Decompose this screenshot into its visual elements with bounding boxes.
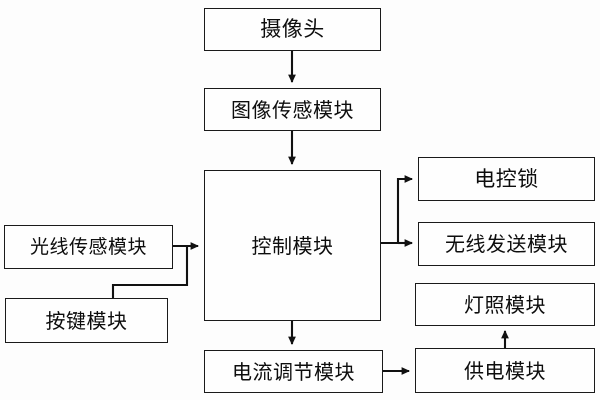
node-lighting-module[interactable]: 灯照模块	[415, 283, 595, 326]
node-wireless-transmit[interactable]: 无线发送模块	[418, 222, 595, 266]
node-electric-lock[interactable]: 电控锁	[418, 157, 595, 201]
node-power-supply[interactable]: 供电模块	[415, 348, 595, 393]
node-wireless-transmit-label: 无线发送模块	[445, 232, 568, 256]
node-light-sensor-label: 光线传感模块	[29, 235, 147, 258]
node-light-sensor[interactable]: 光线传感模块	[4, 225, 173, 269]
node-current-regulation[interactable]: 电流调节模块	[204, 350, 383, 393]
node-camera-label: 摄像头	[260, 17, 325, 41]
node-image-sensor-label: 图像传感模块	[231, 97, 354, 122]
node-lighting-module-label: 灯照模块	[464, 292, 546, 317]
node-power-supply-label: 供电模块	[464, 358, 546, 383]
node-image-sensor[interactable]: 图像传感模块	[204, 88, 381, 131]
node-electric-lock-label: 电控锁	[474, 166, 539, 191]
node-camera[interactable]: 摄像头	[204, 8, 381, 51]
edge-control-to-elock	[381, 175, 413, 245]
node-control-module[interactable]: 控制模块	[204, 170, 381, 321]
node-control-module-label: 控制模块	[251, 233, 334, 258]
node-button-module[interactable]: 按键模块	[5, 298, 168, 343]
node-current-regulation-label: 电流调节模块	[232, 359, 355, 384]
node-button-module-label: 按键模块	[45, 308, 128, 333]
